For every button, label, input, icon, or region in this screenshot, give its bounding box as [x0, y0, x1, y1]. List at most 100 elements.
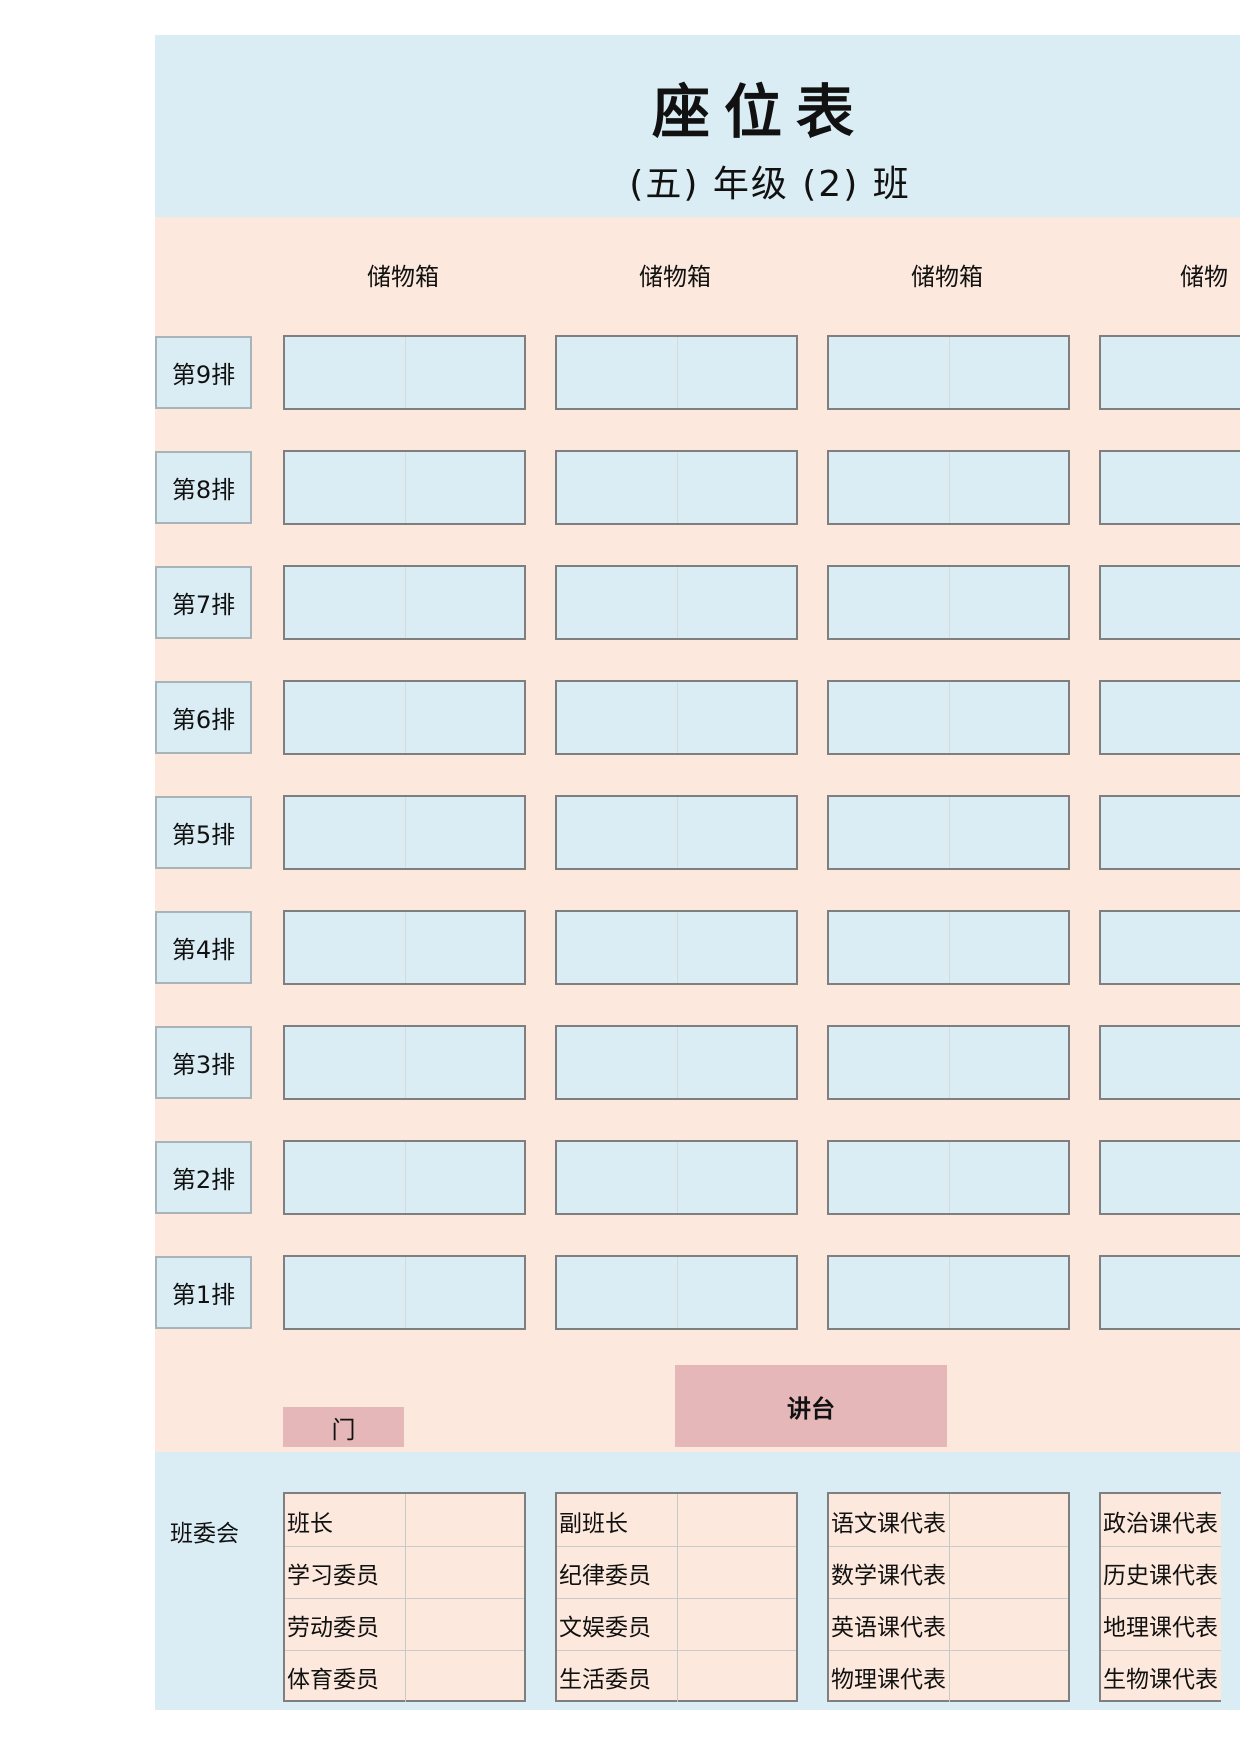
committee-group: 班长学习委员劳动委员体育委员 — [283, 1492, 526, 1702]
desk-pair[interactable] — [1099, 1025, 1240, 1100]
desk-pair[interactable] — [1099, 565, 1240, 640]
committee-row[interactable]: 语文课代表 — [829, 1494, 1068, 1547]
desk-pair[interactable] — [283, 335, 526, 410]
desk-pair[interactable] — [1099, 1140, 1240, 1215]
desk-divider — [676, 337, 678, 408]
row-label: 第2排 — [155, 1141, 252, 1214]
desk-pair[interactable] — [555, 450, 798, 525]
desk-pair[interactable] — [1099, 335, 1240, 410]
committee-row[interactable]: 政治课代表 — [1101, 1494, 1221, 1547]
storage-label: 储物箱 — [367, 263, 439, 291]
committee-row[interactable]: 英语课代表 — [829, 1598, 1068, 1651]
committee-role: 数学课代表 — [831, 1563, 946, 1589]
desk-divider — [948, 452, 950, 523]
committee-row[interactable]: 生物课代表 — [1101, 1650, 1221, 1702]
committee-role: 体育委员 — [287, 1667, 379, 1693]
desk-pair[interactable] — [827, 335, 1070, 410]
desk-pair[interactable] — [555, 910, 798, 985]
committee-row[interactable]: 副班长 — [557, 1494, 796, 1547]
committee-row[interactable]: 劳动委员 — [285, 1598, 524, 1651]
desk-divider — [676, 1257, 678, 1328]
row-label: 第1排 — [155, 1256, 252, 1329]
row-label: 第4排 — [155, 911, 252, 984]
committee-row[interactable]: 数学课代表 — [829, 1546, 1068, 1599]
header: 座位表 (五) 年级 (2) 班 — [155, 35, 1240, 217]
committee-row[interactable]: 地理课代表 — [1101, 1598, 1221, 1651]
desk-divider — [948, 567, 950, 638]
row-label: 第6排 — [155, 681, 252, 754]
desk-pair[interactable] — [283, 450, 526, 525]
desk-pair[interactable] — [555, 1025, 798, 1100]
desk-pair[interactable] — [283, 795, 526, 870]
desk-pair[interactable] — [283, 1255, 526, 1330]
committee-row[interactable]: 生活委员 — [557, 1650, 796, 1702]
row-label: 第5排 — [155, 796, 252, 869]
committee-row[interactable]: 物理课代表 — [829, 1650, 1068, 1702]
desk-pair[interactable] — [283, 910, 526, 985]
seating-chart-sheet: 座位表 (五) 年级 (2) 班 储物箱 储物箱 储物箱 储物 第9排第8排第7… — [155, 35, 1240, 1710]
desk-divider — [404, 797, 406, 868]
committee-cell-divider — [405, 1598, 406, 1650]
desk-pair[interactable] — [827, 910, 1070, 985]
committee-cell-divider — [405, 1546, 406, 1598]
desk-pair[interactable] — [827, 1255, 1070, 1330]
committee-role: 文娱委员 — [559, 1615, 651, 1641]
desk-pair[interactable] — [1099, 450, 1240, 525]
desk-pair[interactable] — [555, 1140, 798, 1215]
desk-divider — [676, 567, 678, 638]
desk-divider — [404, 452, 406, 523]
desk-pair[interactable] — [827, 1140, 1070, 1215]
desk-divider — [676, 452, 678, 523]
committee-group: 副班长纪律委员文娱委员生活委员 — [555, 1492, 798, 1702]
committee-cell-divider — [405, 1650, 406, 1702]
committee-group: 政治课代表历史课代表地理课代表生物课代表 — [1099, 1492, 1221, 1702]
committee-label: 班委会 — [170, 1521, 239, 1547]
committee-row[interactable]: 纪律委员 — [557, 1546, 796, 1599]
podium: 讲台 — [675, 1365, 947, 1447]
desk-pair[interactable] — [827, 795, 1070, 870]
desk-pair[interactable] — [555, 795, 798, 870]
committee-role: 纪律委员 — [559, 1563, 651, 1589]
desk-divider — [948, 682, 950, 753]
committee-role: 生活委员 — [559, 1667, 651, 1693]
storage-label: 储物箱 — [639, 263, 711, 291]
desk-pair[interactable] — [555, 680, 798, 755]
desk-pair[interactable] — [1099, 910, 1240, 985]
committee-row[interactable]: 文娱委员 — [557, 1598, 796, 1651]
desk-pair[interactable] — [283, 1140, 526, 1215]
desk-divider — [948, 1027, 950, 1098]
committee-role: 政治课代表 — [1103, 1511, 1218, 1537]
desk-divider — [404, 1027, 406, 1098]
desk-pair[interactable] — [827, 1025, 1070, 1100]
committee-cell-divider — [677, 1650, 678, 1702]
committee-role: 副班长 — [559, 1511, 628, 1537]
committee-role: 语文课代表 — [831, 1511, 946, 1537]
desk-pair[interactable] — [283, 565, 526, 640]
classroom-area: 储物箱 储物箱 储物箱 储物 第9排第8排第7排第6排第5排第4排第3排第2排第… — [155, 217, 1240, 1452]
committee-role: 历史课代表 — [1103, 1563, 1218, 1589]
row-label: 第9排 — [155, 336, 252, 409]
desk-pair[interactable] — [283, 680, 526, 755]
desk-pair[interactable] — [827, 565, 1070, 640]
desk-divider — [676, 797, 678, 868]
desk-pair[interactable] — [555, 1255, 798, 1330]
desk-pair[interactable] — [555, 565, 798, 640]
desk-pair[interactable] — [827, 450, 1070, 525]
row-label: 第7排 — [155, 566, 252, 639]
desk-divider — [404, 337, 406, 408]
desk-pair[interactable] — [1099, 795, 1240, 870]
desk-pair[interactable] — [283, 1025, 526, 1100]
desk-divider — [948, 797, 950, 868]
desk-pair[interactable] — [1099, 1255, 1240, 1330]
desk-pair[interactable] — [827, 680, 1070, 755]
committee-cell-divider — [677, 1494, 678, 1546]
committee-row[interactable]: 班长 — [285, 1494, 524, 1547]
committee-row[interactable]: 历史课代表 — [1101, 1546, 1221, 1599]
desk-divider — [404, 1257, 406, 1328]
committee-row[interactable]: 学习委员 — [285, 1546, 524, 1599]
desk-divider — [948, 912, 950, 983]
committee-row[interactable]: 体育委员 — [285, 1650, 524, 1702]
desk-pair[interactable] — [555, 335, 798, 410]
desk-divider — [404, 567, 406, 638]
desk-pair[interactable] — [1099, 680, 1240, 755]
